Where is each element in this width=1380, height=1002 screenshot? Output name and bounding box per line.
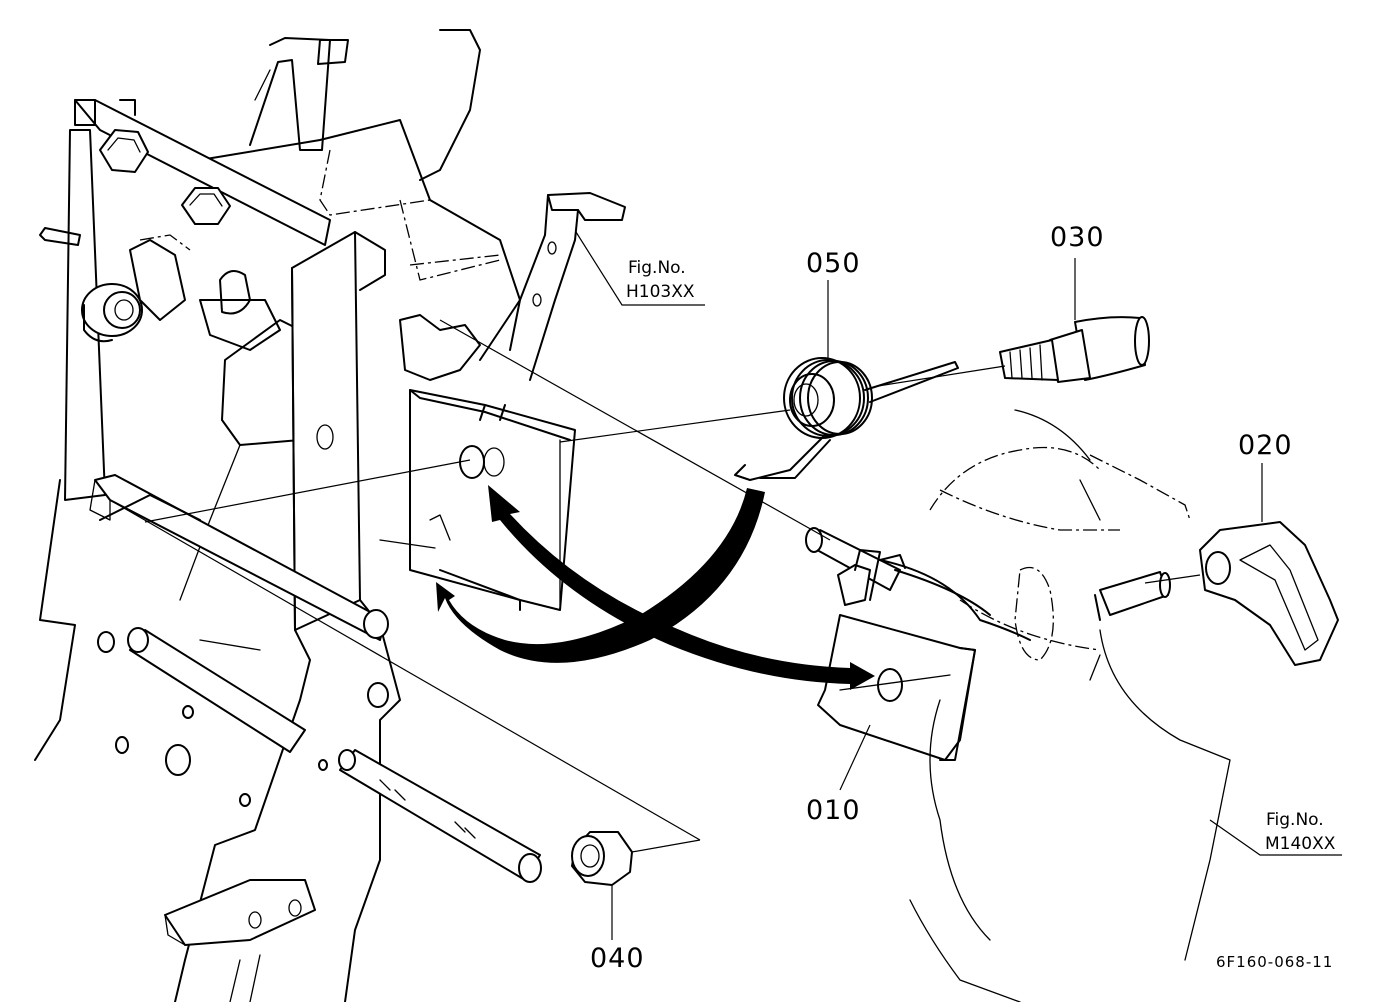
part-label-030: 030 bbox=[1050, 222, 1105, 253]
part-label-040: 040 bbox=[590, 943, 645, 974]
fig-ref-m140xx-code: M140XX bbox=[1265, 834, 1336, 854]
m140xx-outline bbox=[909, 409, 1231, 1002]
part-label-050: 050 bbox=[806, 248, 861, 279]
fig-ref-h103xx-code: H103XX bbox=[626, 282, 695, 302]
assembly-lines bbox=[109, 319, 1201, 853]
main-frame bbox=[34, 29, 542, 1002]
drawing-number: 6F160-068-11 bbox=[1216, 953, 1334, 971]
callout-leaders bbox=[575, 231, 1342, 940]
part-label-020: 020 bbox=[1238, 430, 1293, 461]
fig-ref-m140xx-caption: Fig.No. bbox=[1266, 810, 1324, 830]
part-040-bushing bbox=[571, 831, 633, 886]
part-020-knob bbox=[1094, 521, 1339, 666]
part-010-lever-plate bbox=[805, 527, 1031, 761]
part-label-010: 010 bbox=[806, 795, 861, 826]
part-030-bolt bbox=[999, 316, 1150, 383]
motion-arrows bbox=[436, 485, 875, 690]
fig-ref-h103xx-caption: Fig.No. bbox=[628, 258, 686, 278]
part-050-torsion-spring bbox=[734, 357, 959, 481]
h103xx-bracket bbox=[509, 192, 626, 381]
